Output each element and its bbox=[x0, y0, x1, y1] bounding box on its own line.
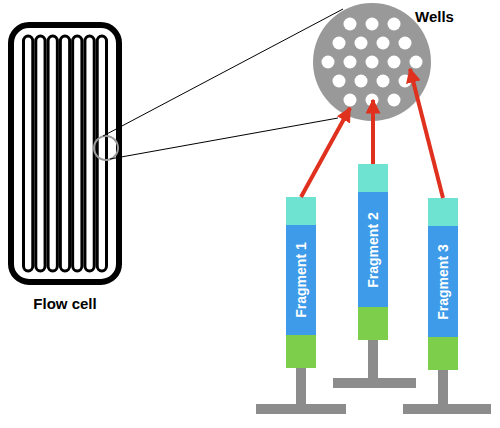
placement-arrow bbox=[410, 69, 443, 198]
anchor-plate bbox=[256, 404, 346, 414]
flow-cell-frame bbox=[11, 25, 119, 282]
adapter-bottom bbox=[358, 307, 388, 340]
well bbox=[333, 75, 346, 88]
well bbox=[344, 56, 357, 69]
flow-cell-lane bbox=[36, 36, 45, 271]
anchor-stem bbox=[438, 370, 448, 405]
fragment-insert: Fragment 1 bbox=[286, 225, 316, 335]
well bbox=[377, 75, 390, 88]
fragment-label: Fragment 3 bbox=[435, 244, 451, 319]
well bbox=[344, 94, 357, 107]
fragment-label: Fragment 2 bbox=[365, 212, 381, 287]
well bbox=[322, 56, 335, 69]
well bbox=[366, 56, 379, 69]
well bbox=[333, 37, 346, 50]
fragment-label-holder: Fragment 1 bbox=[293, 242, 309, 317]
flow-cell-outline bbox=[8, 22, 122, 285]
placement-arrow bbox=[301, 108, 350, 197]
flow-cell-label: Flow cell bbox=[8, 295, 122, 312]
well bbox=[388, 18, 401, 31]
fragment-insert: Fragment 3 bbox=[428, 226, 458, 337]
dna-fragment: Fragment 3 bbox=[428, 198, 458, 370]
zoom-line bbox=[103, 9, 343, 136]
flow-cell-lane bbox=[60, 36, 69, 271]
flow-cell-lane bbox=[85, 36, 94, 271]
wells-label: Wells bbox=[415, 8, 454, 25]
adapter-bottom bbox=[428, 337, 458, 370]
well bbox=[410, 56, 423, 69]
well bbox=[355, 37, 368, 50]
fragment-label-holder: Fragment 3 bbox=[435, 244, 451, 319]
dna-fragment: Fragment 1 bbox=[286, 197, 316, 368]
anchor-stem bbox=[296, 368, 306, 405]
well bbox=[366, 18, 379, 31]
zoom-circle bbox=[94, 136, 118, 160]
adapter-top bbox=[286, 197, 316, 225]
anchor-plate bbox=[333, 378, 416, 388]
fragment-insert: Fragment 2 bbox=[358, 192, 388, 307]
fragment-label: Fragment 1 bbox=[293, 242, 309, 317]
adapter-top bbox=[428, 198, 458, 226]
well bbox=[388, 56, 401, 69]
well bbox=[377, 37, 390, 50]
flow-cell-lane bbox=[48, 36, 57, 271]
placement-arrow bbox=[371, 100, 375, 164]
dna-fragment: Fragment 2 bbox=[358, 164, 388, 340]
well bbox=[355, 75, 368, 88]
flow-cell: Flow cell bbox=[8, 22, 122, 285]
flow-cell-lane bbox=[24, 36, 33, 271]
flow-cell-lane bbox=[73, 36, 82, 271]
flow-cell-lane bbox=[97, 36, 106, 271]
fragment-label-holder: Fragment 2 bbox=[365, 212, 381, 287]
adapter-bottom bbox=[286, 335, 316, 368]
adapter-top bbox=[358, 164, 388, 192]
well bbox=[399, 75, 412, 88]
well bbox=[388, 94, 401, 107]
well bbox=[399, 37, 412, 50]
zoom-line bbox=[110, 118, 338, 159]
anchor-stem bbox=[368, 340, 378, 378]
well bbox=[344, 18, 357, 31]
anchor-plate bbox=[403, 404, 491, 414]
